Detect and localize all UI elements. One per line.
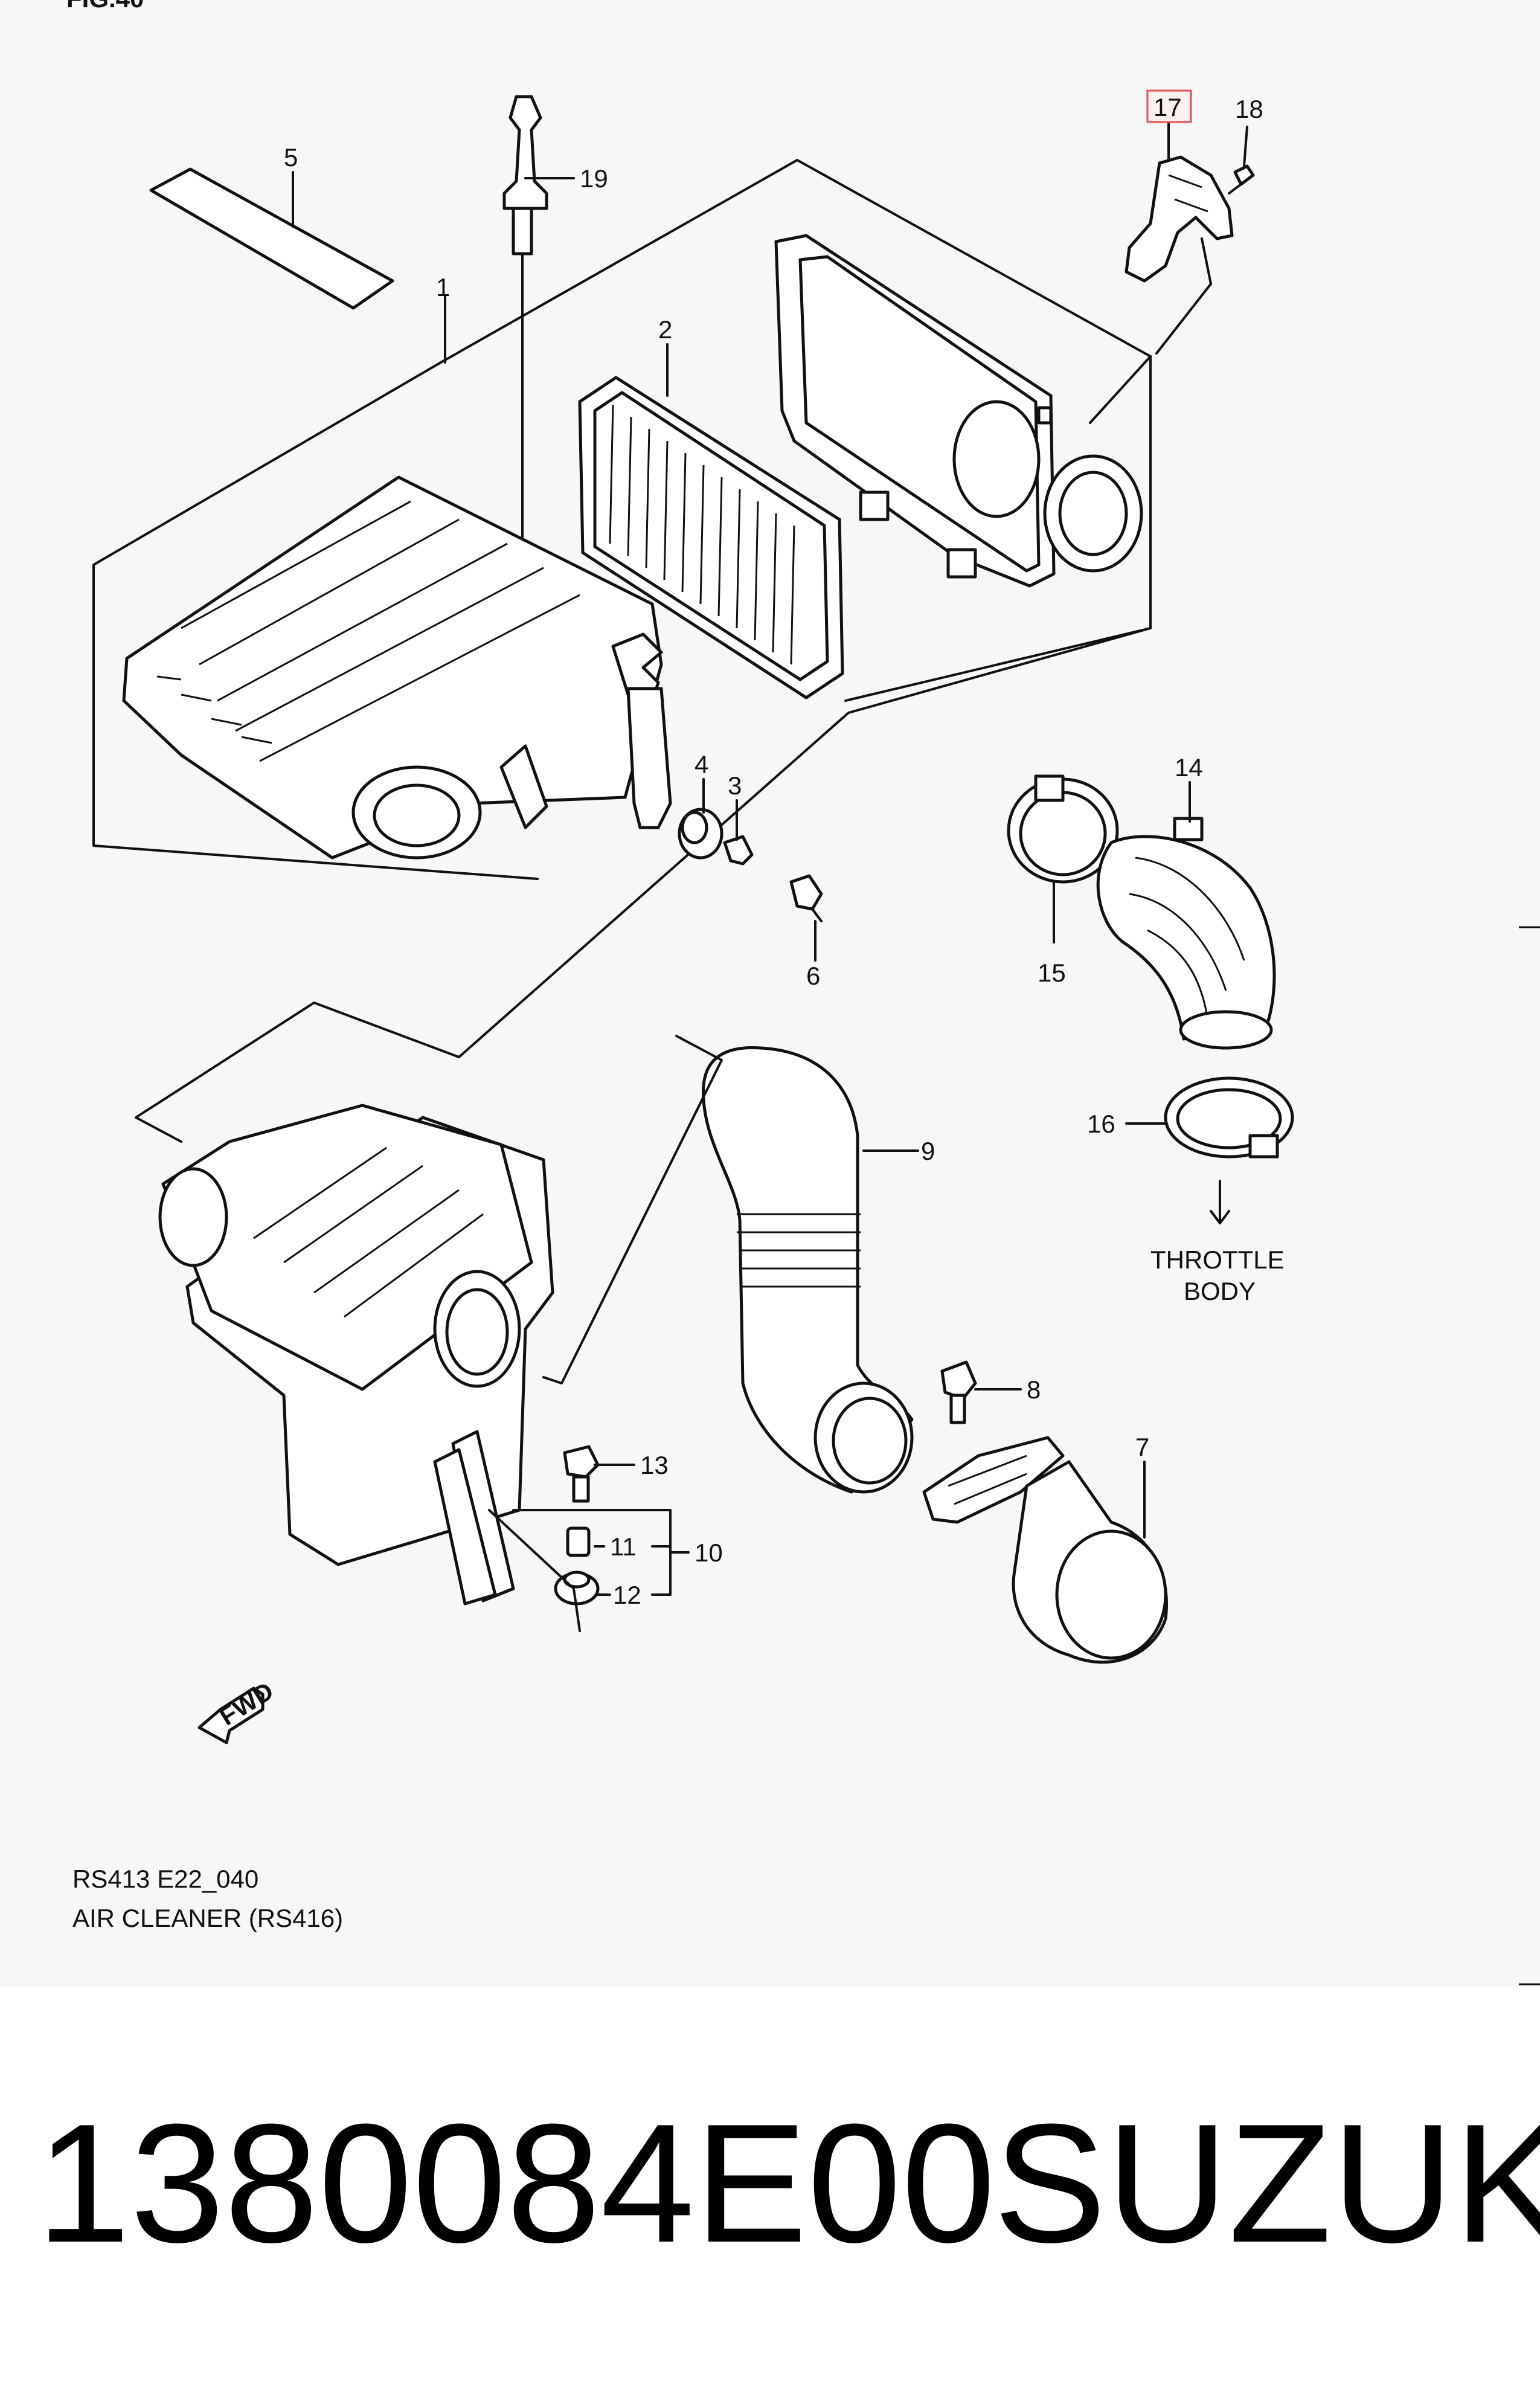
callout-16: 16 — [1087, 1110, 1115, 1138]
bolt-13 — [563, 1445, 600, 1503]
group-outline-left — [92, 361, 539, 880]
exploded-diagram: FIG.40 — [66, 0, 1540, 1985]
callout-1: 1 — [436, 273, 450, 301]
callout-12: 12 — [613, 1581, 641, 1609]
filter-element — [578, 376, 844, 699]
callout-4: 4 — [695, 750, 708, 779]
grommet — [678, 808, 723, 860]
lower-outline — [542, 1035, 723, 1384]
throttle-arrow — [1210, 1180, 1230, 1224]
callout-11: 11 — [610, 1532, 637, 1561]
hose-clamp-15 — [1007, 774, 1119, 884]
lower-outline-2 — [488, 1509, 581, 1632]
maf-sensor — [1125, 155, 1234, 355]
destination-line2: BODY — [1184, 1277, 1256, 1305]
outlet-duct — [922, 1436, 1168, 1664]
callout-18: 18 — [1235, 95, 1263, 123]
callout-10: 10 — [695, 1538, 723, 1567]
callout-7: 7 — [1135, 1433, 1149, 1461]
callout-19: 19 — [580, 164, 608, 193]
fwd-label: FWD — [214, 1676, 278, 1731]
intake-pipe — [1096, 817, 1276, 1050]
callout-2: 2 — [658, 315, 672, 344]
intake-hose — [701, 1046, 914, 1494]
group-outline-right — [844, 627, 1152, 702]
brand-name: SUZUKI — [993, 2089, 1540, 2278]
part-number: 1380084E00 — [36, 2089, 996, 2278]
destination-line1: THROTTLE — [1150, 1246, 1285, 1274]
upper-case-frame — [774, 234, 1143, 588]
callout-17-highlight-box — [1146, 89, 1192, 123]
callout-8: 8 — [1027, 1375, 1041, 1404]
bolt-8 — [940, 1360, 977, 1424]
callout-3: 3 — [728, 771, 742, 800]
fwd-arrow-icon: FWD — [197, 1676, 278, 1744]
callout-5: 5 — [284, 143, 298, 172]
figure-title: AIR CLEANER (RS416) — [72, 1904, 343, 1932]
diagram-panel: FIG.40 — [66, 0, 1540, 1985]
callout-15: 15 — [1038, 959, 1066, 987]
callout-leaders — [292, 123, 1248, 1596]
foam-strip — [149, 167, 394, 310]
collar — [723, 835, 754, 866]
hose-clamp-16 — [1164, 1076, 1294, 1159]
callout-6: 6 — [806, 962, 820, 990]
collar-11 — [566, 1526, 591, 1557]
callout-17: 17 — [1153, 93, 1182, 121]
group-outline-top — [440, 159, 1152, 364]
sensor-screw — [1228, 164, 1255, 195]
callout-13: 13 — [640, 1451, 669, 1479]
figure-header: FIG.40 — [66, 0, 144, 13]
sensor-leader — [1089, 355, 1152, 424]
lower-case — [158, 1104, 554, 1606]
bolt-6 — [789, 874, 823, 922]
figure-code: RS413 E22_040 — [72, 1865, 258, 1893]
callout-9: 9 — [921, 1137, 935, 1165]
callout-14: 14 — [1175, 753, 1203, 782]
upper-case-cover — [122, 475, 672, 860]
